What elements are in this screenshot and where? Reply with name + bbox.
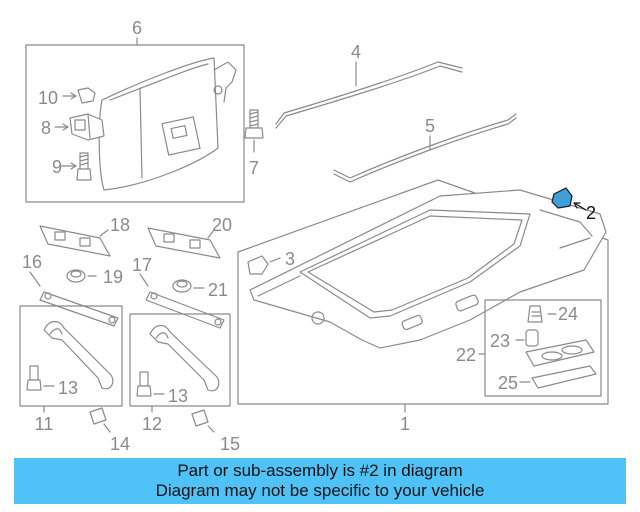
callout-12: 12: [142, 414, 162, 434]
callout-17: 17: [132, 255, 152, 275]
callout-21: 21: [208, 280, 228, 300]
lamp-lens-25: [531, 365, 597, 389]
grip-bracket-20: [147, 227, 221, 259]
visor-clip-10: [77, 87, 96, 104]
callout-22: 22: [456, 345, 476, 365]
weatherstrip-4: [275, 61, 463, 129]
grip-bar-17: [145, 291, 225, 329]
bracket-3: [247, 255, 269, 275]
callout-15: 15: [220, 434, 240, 454]
clip-19: [66, 269, 86, 283]
callout-6: 6: [132, 18, 142, 38]
callout-4: 4: [351, 42, 361, 62]
callout-1: 1: [400, 414, 410, 434]
callout-25: 25: [498, 373, 518, 393]
cap-15: [191, 409, 209, 427]
callout-2: 2: [586, 203, 596, 223]
callout-13-left: 13: [58, 378, 78, 398]
callout-20: 20: [212, 215, 232, 235]
box-headliner: [237, 179, 609, 405]
box-sunvisor-group: [25, 44, 245, 203]
visor-screw-9: [76, 152, 92, 181]
callout-16: 16: [22, 252, 42, 272]
info-banner: Part or sub-assembly is #2 in diagram Di…: [14, 458, 626, 504]
banner-line-disclaimer: Diagram may not be specific to your vehi…: [155, 481, 485, 500]
grip-bracket-18: [39, 225, 111, 257]
callout-3: 3: [285, 249, 295, 269]
clip-21: [172, 279, 192, 293]
grip-bar-16: [39, 291, 119, 327]
banner-line-part: Part or sub-assembly is #2 in diagram: [177, 461, 463, 480]
clip-2-highlighted: [551, 187, 573, 209]
callout-10: 10: [38, 88, 58, 108]
callout-8: 8: [41, 118, 51, 138]
headliner-panel: [249, 189, 607, 349]
visor-holder-8: [69, 113, 105, 141]
callout-7: 7: [249, 158, 259, 178]
box-room-lamp-group: [484, 299, 602, 397]
callout-5: 5: [425, 116, 435, 136]
callout-18: 18: [110, 215, 130, 235]
box-assist-grip-left: [19, 305, 123, 407]
screw-13-left: [26, 365, 42, 391]
callout-24: 24: [558, 304, 578, 324]
sun-visor: [98, 57, 237, 191]
callout-11: 11: [35, 414, 54, 434]
bulb-23: [525, 329, 539, 347]
assist-grip-right: [149, 324, 220, 392]
callout-13-right: 13: [168, 386, 188, 406]
callout-9: 9: [52, 157, 62, 177]
callout-23: 23: [490, 331, 510, 351]
assist-grip-left: [43, 320, 114, 390]
room-lamp-assembly: [525, 339, 595, 367]
bulb-24: [527, 305, 543, 323]
box-assist-grip-right: [129, 313, 231, 407]
screw-13-right: [136, 371, 152, 397]
screw-7: [244, 109, 264, 139]
callout-14: 14: [110, 434, 130, 454]
callout-19: 19: [103, 267, 123, 287]
cap-14: [89, 407, 107, 425]
